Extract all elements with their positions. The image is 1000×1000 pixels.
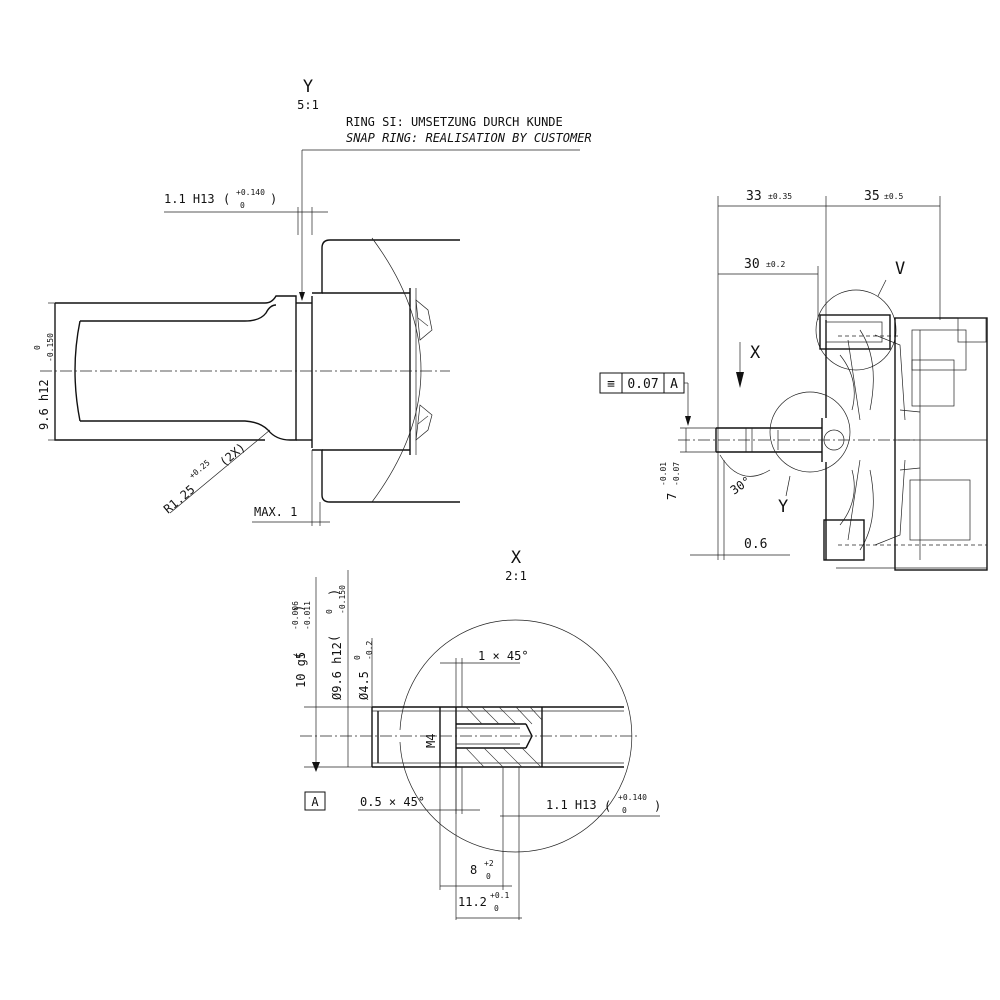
length-tol-upper-x: +0.1 bbox=[490, 891, 509, 900]
datum-box-x bbox=[304, 791, 326, 811]
groove-width-x: 1.1 H13 bbox=[546, 798, 597, 812]
dim-33: 33 bbox=[746, 189, 762, 204]
dia-7: 7 bbox=[665, 493, 679, 500]
dia-h12-tol-lower-x: -0.150 bbox=[338, 585, 347, 614]
detail-v-circle bbox=[815, 289, 897, 371]
detail-view-x: X 2:1 M4 10 g5 -0.006 bbox=[291, 548, 661, 920]
depth-tol-upper-x: +2 bbox=[484, 859, 494, 868]
shaft-main bbox=[678, 418, 918, 462]
tolerance-datum: A bbox=[670, 377, 678, 392]
groove-tol-lower-x: 0 bbox=[622, 806, 627, 815]
length-x: 11.2 bbox=[458, 895, 487, 909]
chamfer-2-x: 0.5 × 45° bbox=[360, 795, 425, 809]
shaft-dia-tol-upper-y: 0 bbox=[33, 345, 42, 350]
depth-tol-lower-x: 0 bbox=[486, 872, 491, 881]
dim-35-tol: ±0.5 bbox=[884, 192, 903, 201]
svg-text:): ) bbox=[327, 589, 341, 596]
dia-hole-x: Ø4.5 bbox=[357, 671, 371, 700]
svg-text:): ) bbox=[270, 192, 277, 206]
detail-view-y: Y 5:1 RING SI: UMSETZUNG DURCH KUNDE SNA… bbox=[33, 77, 592, 526]
dia-hole-tol-upper-x: 0 bbox=[353, 655, 362, 660]
groove-width-y: 1.1 H13 bbox=[164, 192, 215, 206]
dia-hole-tol-lower-x: -0.2 bbox=[365, 641, 374, 660]
svg-text:(: ( bbox=[327, 635, 341, 642]
dim-0-6: 0.6 bbox=[744, 537, 767, 552]
detail-x-label: X bbox=[511, 548, 522, 568]
dia-g5-tol-upper-x: -0.006 bbox=[291, 601, 300, 630]
snap-ring-note-en: SNAP RING: REALISATION BY CUSTOMER bbox=[346, 131, 592, 145]
detail-x-callout: X bbox=[750, 343, 761, 363]
svg-text:(: ( bbox=[223, 192, 230, 206]
dim-30-tol: ±0.2 bbox=[766, 260, 785, 269]
dia-g5-x: 10 g5 bbox=[294, 652, 308, 688]
tolerance-frame: ≡ 0.07 A bbox=[599, 372, 691, 426]
radius-count-y: (2X) bbox=[217, 440, 248, 469]
main-assembly-view: 33 ±0.35 35 ±0.5 30 ±0.2 V X ≡ 0.07 A bbox=[599, 189, 988, 571]
groove-tol-upper-x: +0.140 bbox=[618, 793, 647, 802]
symmetry-symbol: ≡ bbox=[607, 377, 615, 392]
depth-x: 8 bbox=[470, 863, 477, 877]
groove-tol-lower-y: 0 bbox=[240, 201, 245, 210]
dia-h12-tol-upper-x: 0 bbox=[325, 609, 334, 614]
shaft-dia-tol-lower-y: -0.150 bbox=[46, 333, 55, 362]
radius-tol-y: +0.25 bbox=[188, 458, 212, 480]
detail-y-label: Y bbox=[303, 77, 313, 97]
tolerance-value: 0.07 bbox=[627, 377, 658, 392]
detail-x-scale: 2:1 bbox=[505, 569, 527, 583]
dim-30: 30 bbox=[744, 257, 760, 272]
dim-33-tol: ±0.35 bbox=[768, 192, 792, 201]
radius-y: R1.25 bbox=[161, 482, 198, 516]
shaft-profile-y bbox=[40, 237, 460, 503]
shaft-diameter-y: 9.6 h12 bbox=[37, 379, 51, 430]
dia-7-tol-lower: -0.07 bbox=[672, 462, 681, 486]
wheel-housing bbox=[819, 314, 988, 571]
thread-x: M4 bbox=[424, 734, 438, 748]
dia-g5-tol-lower-x: -0.011 bbox=[303, 601, 312, 630]
max-note-y: MAX. 1 bbox=[254, 505, 297, 519]
svg-text:): ) bbox=[292, 605, 306, 612]
dia-7-tol-upper: -0.01 bbox=[659, 462, 668, 486]
dim-35: 35 bbox=[864, 189, 880, 204]
angle-30: 30° bbox=[728, 474, 754, 498]
snap-ring-note-de: RING SI: UMSETZUNG DURCH KUNDE bbox=[346, 115, 563, 129]
detail-y-circle bbox=[769, 391, 851, 473]
chamfer-1-x: 1 × 45° bbox=[478, 649, 529, 663]
length-tol-lower-x: 0 bbox=[494, 904, 499, 913]
svg-text:(: ( bbox=[604, 799, 611, 813]
section-hatch-x bbox=[465, 706, 543, 768]
detail-y-scale: 5:1 bbox=[297, 98, 319, 112]
svg-text:): ) bbox=[654, 799, 661, 813]
groove-tol-upper-y: +0.140 bbox=[236, 188, 265, 197]
datum-label-x: A bbox=[311, 795, 319, 809]
svg-text:(: ( bbox=[292, 652, 306, 659]
detail-v-callout: V bbox=[895, 259, 905, 279]
detail-y-callout: Y bbox=[778, 497, 788, 517]
dia-h12-x: Ø9.6 h12 bbox=[330, 642, 344, 700]
